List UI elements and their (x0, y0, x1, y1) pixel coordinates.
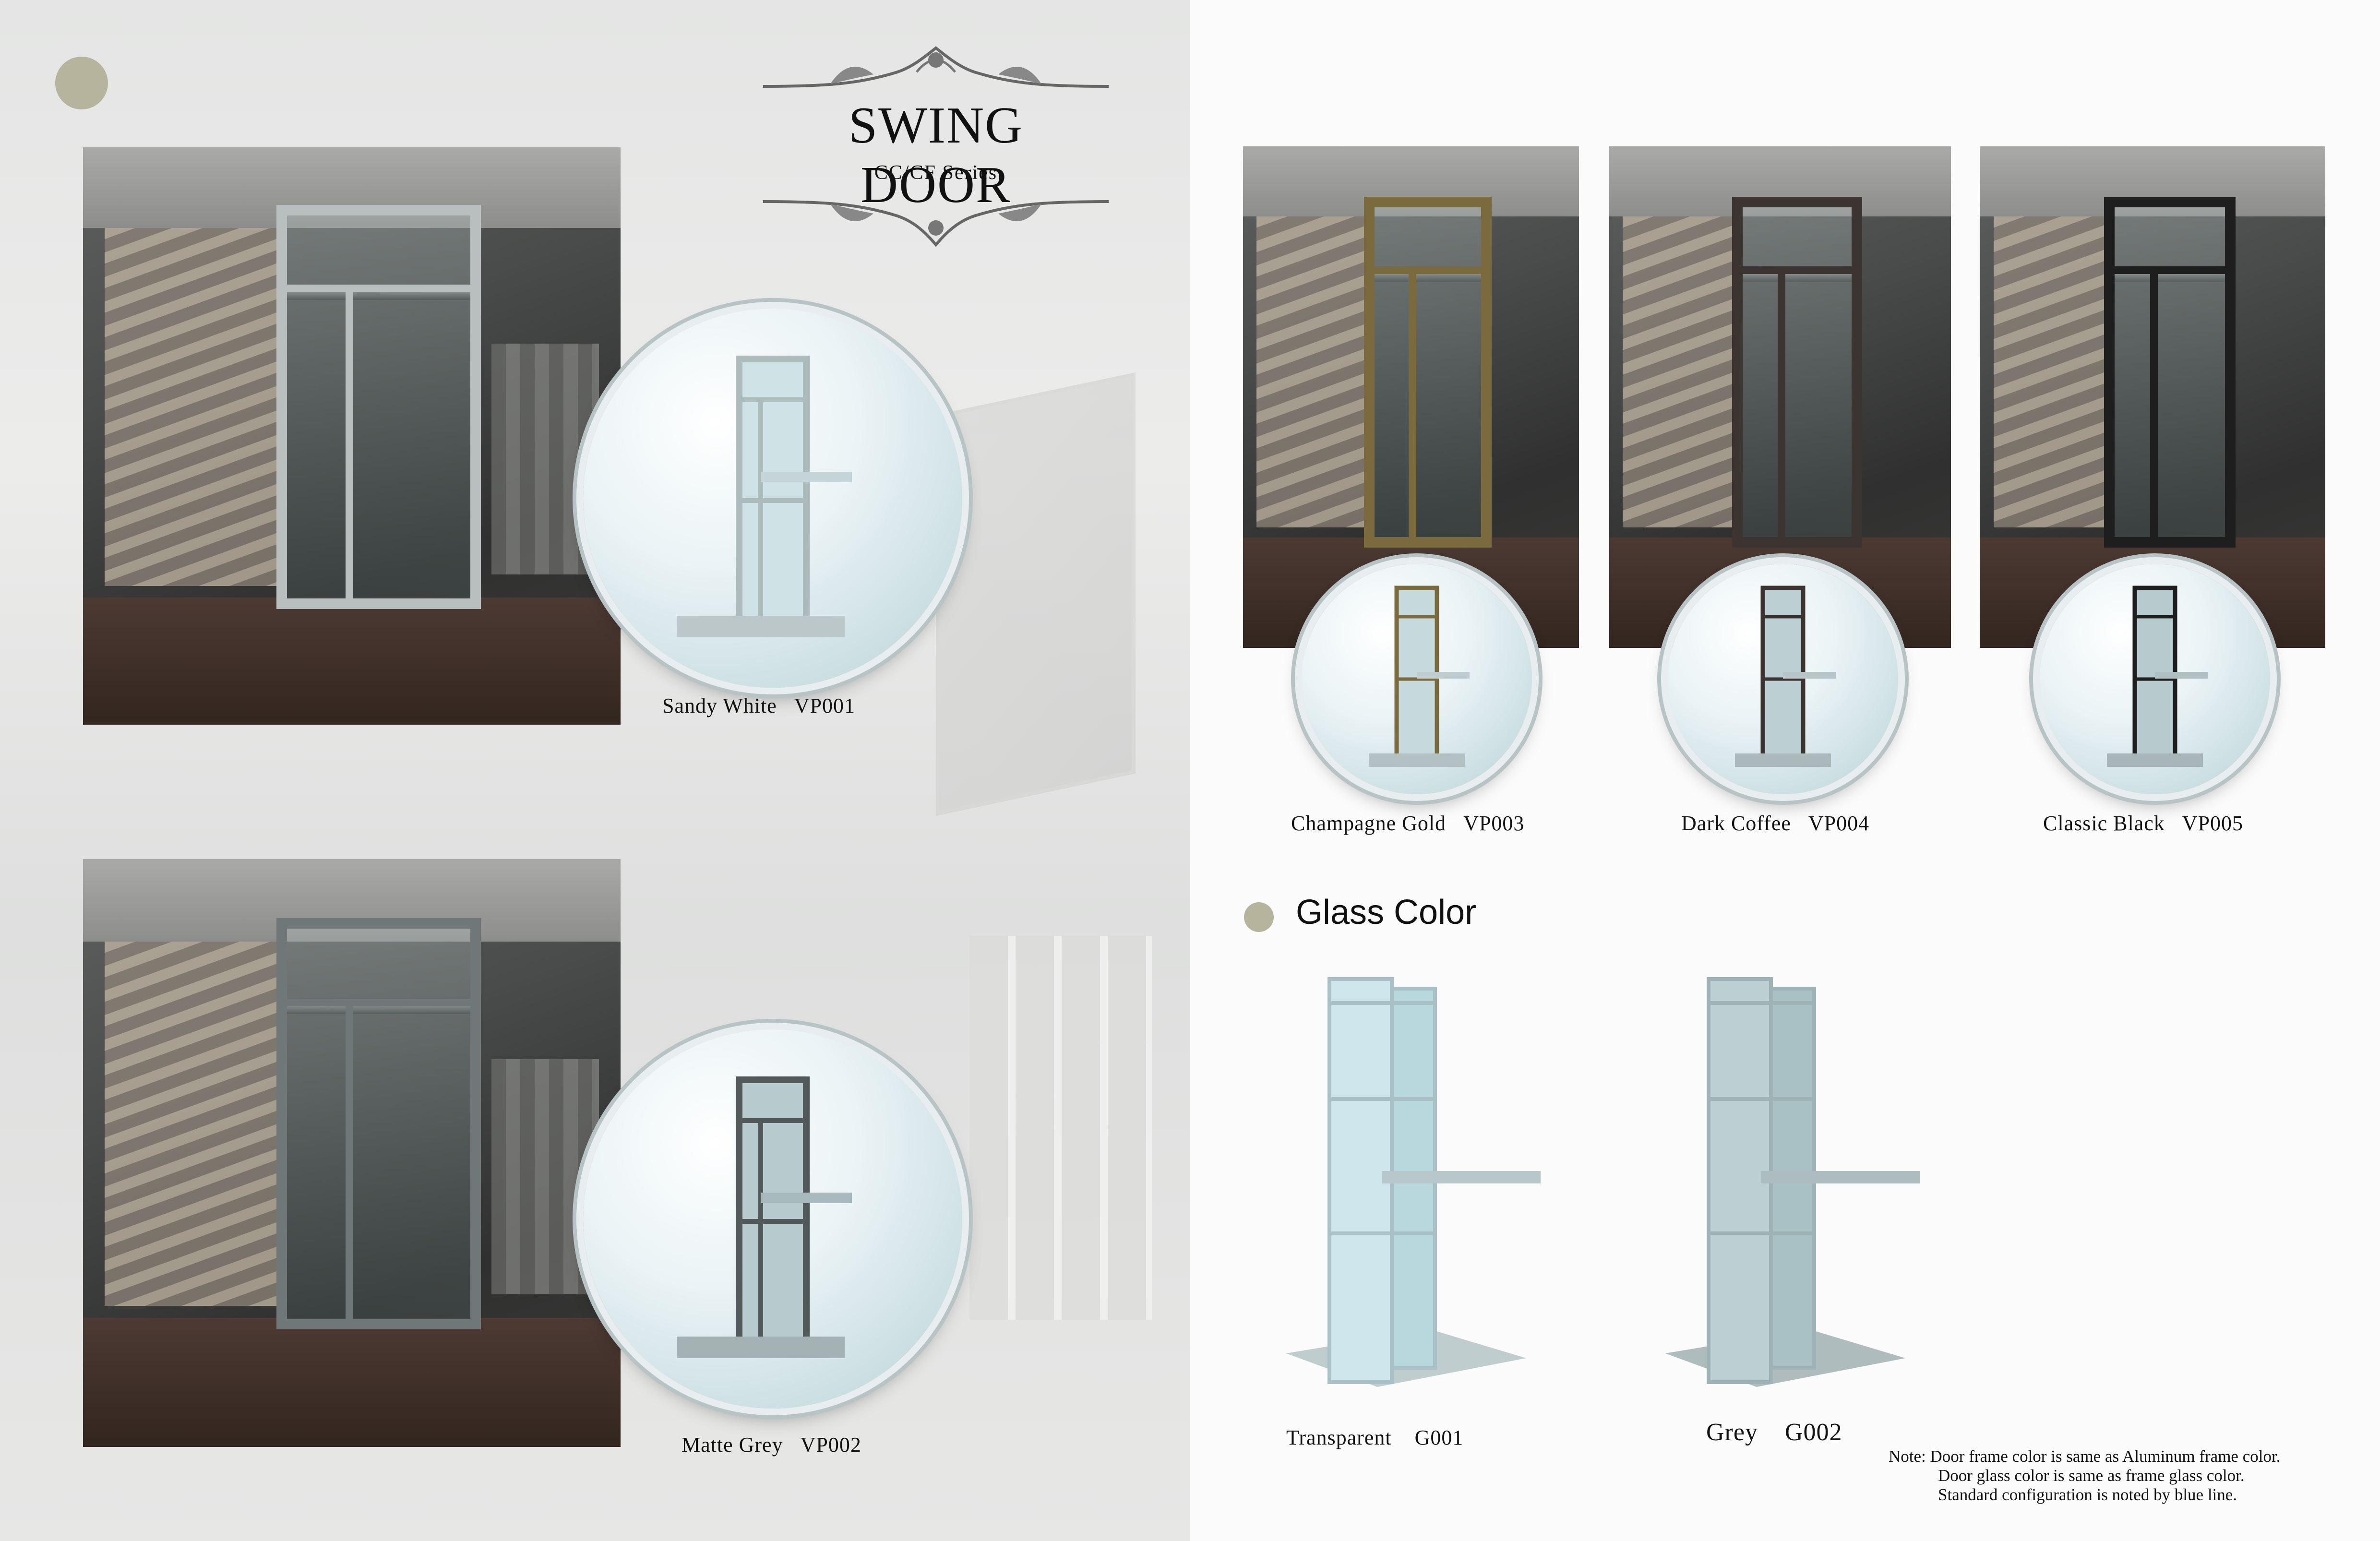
caption-vp004: Dark Coffee VP004 (1681, 811, 1869, 836)
caption-vp005: Classic Black VP005 (2043, 811, 2243, 836)
orb-classic-black (2040, 564, 2270, 794)
orb-champagne-gold (1302, 564, 1532, 794)
caption-g001: Transparent G001 (1286, 1425, 1463, 1450)
glass-shaft-transparent (1286, 977, 1541, 1387)
caption-g002-code: G002 (1784, 1419, 1842, 1446)
caption-vp001-name: Sandy White (662, 694, 777, 717)
caption-vp001: Sandy White VP001 (662, 693, 855, 718)
scene-sandy-white (83, 147, 621, 725)
caption-vp002-name: Matte Grey (682, 1433, 783, 1457)
caption-vp004-name: Dark Coffee (1681, 812, 1791, 835)
orb-dark-coffee (1668, 564, 1898, 794)
background-window (969, 936, 1152, 1320)
caption-g002: Grey G002 (1706, 1418, 1842, 1446)
caption-vp003-code: VP003 (1463, 812, 1525, 835)
caption-g002-name: Grey (1706, 1419, 1758, 1446)
caption-vp002: Matte Grey VP002 (682, 1433, 861, 1457)
left-page: SWING DOOR CC/CF Series Sandy White VP00… (0, 0, 1190, 1541)
note-line-3: Standard configuration is noted by blue … (1938, 1485, 2237, 1504)
note-text: Note: Door frame color is same as Alumin… (1889, 1447, 2280, 1505)
caption-g001-code: G001 (1414, 1426, 1464, 1449)
scene-matte-grey (83, 859, 621, 1447)
caption-vp003: Champagne Gold VP003 (1291, 811, 1524, 836)
note-line-1: Note: Door frame color is same as Alumin… (1889, 1447, 2281, 1466)
caption-vp002-code: VP002 (800, 1433, 861, 1457)
orb-matte-grey (583, 1029, 962, 1409)
caption-vp004-code: VP004 (1808, 812, 1870, 835)
orb-sandy-white (583, 309, 962, 688)
note-line-2: Door glass color is same as frame glass … (1938, 1466, 2245, 1485)
page-title: SWING DOOR (849, 97, 1023, 214)
background-interior (936, 372, 1136, 816)
caption-vp005-code: VP005 (2182, 812, 2243, 835)
page-subtitle: CC/CF Series (874, 162, 998, 184)
caption-vp003-name: Champagne Gold (1291, 812, 1447, 835)
caption-vp001-code: VP001 (794, 694, 855, 717)
glass-color-heading: Glass Color (1296, 893, 1477, 932)
caption-vp005-name: Classic Black (2043, 812, 2165, 835)
caption-g001-name: Transparent (1286, 1426, 1392, 1449)
ornament-bottom-icon (763, 200, 1109, 247)
ornament-top-icon (763, 46, 1109, 88)
accent-dot-left (55, 57, 108, 109)
right-page: Champagne Gold VP003 Dark Coffee VP004 C… (1190, 0, 2380, 1541)
accent-dot-glass (1244, 902, 1274, 932)
glass-shaft-grey (1665, 977, 1920, 1387)
